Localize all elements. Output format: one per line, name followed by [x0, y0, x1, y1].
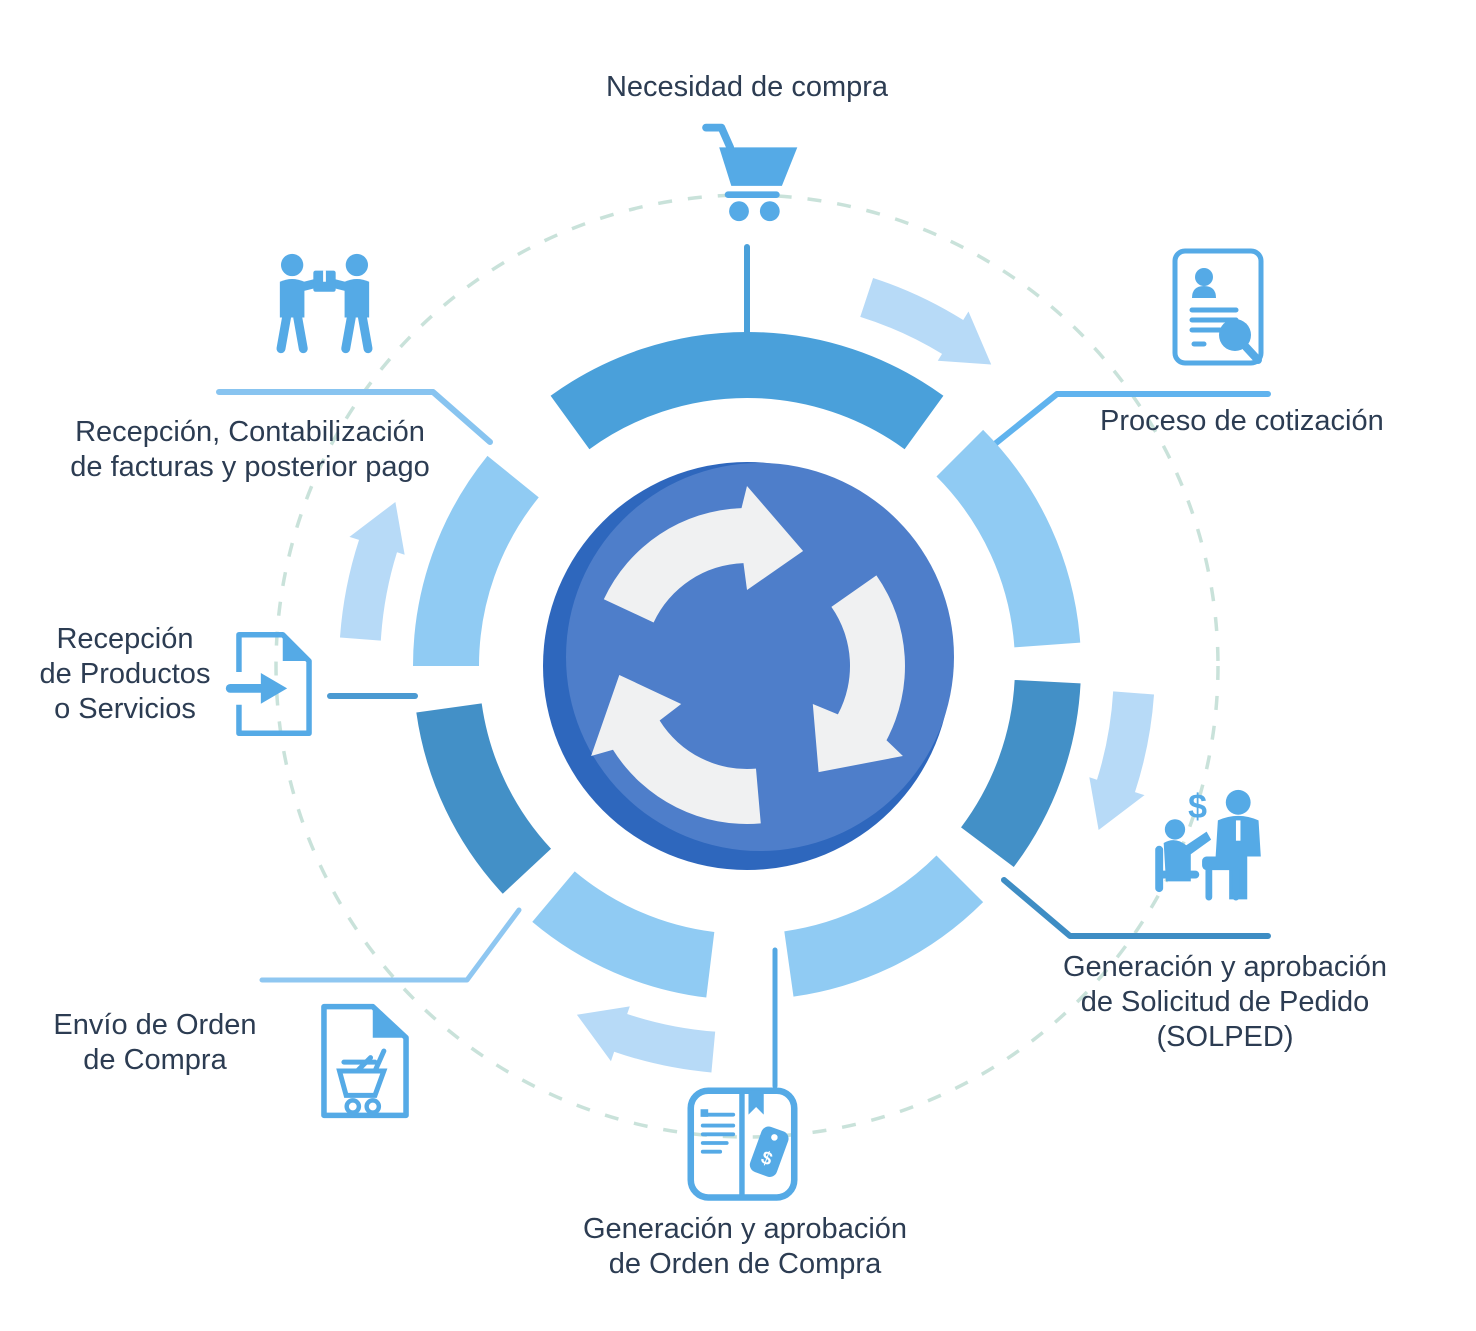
label-line: de Productos	[39, 658, 211, 690]
label-line: Recepción	[56, 623, 194, 655]
connector-cotizacion	[972, 391, 1271, 463]
ring-segment-necesidad	[550, 332, 944, 450]
label-line: de Compra	[83, 1044, 227, 1076]
negotiation-table-icon: $	[1155, 788, 1261, 901]
ring-segment-productos	[416, 702, 552, 894]
price-tag: $	[749, 1126, 789, 1177]
label-solped: Generación y aprobación de Solicitud de …	[1063, 950, 1387, 1055]
shopping-cart-icon	[702, 123, 798, 222]
label-orden-de-compra: Generación y aprobación de Orden de Comp…	[583, 1212, 907, 1282]
ring-segment-cotizacion	[936, 429, 1081, 648]
label-necesidad-de-compra: Necesidad de compra	[606, 70, 888, 105]
label-line: Envío de Orden	[53, 1009, 257, 1041]
package-handover-icon	[276, 253, 373, 354]
ring-segment-orden	[783, 855, 984, 997]
ring-segment-facturas	[413, 455, 540, 667]
label-envio-de-orden: Envío de Orden de Compra	[53, 1008, 256, 1078]
flow-arrow-bottom	[576, 1006, 716, 1073]
label-line: Generación y aprobación	[582, 1213, 908, 1245]
order-document-cart-icon	[321, 1003, 409, 1119]
connector-lines	[216, 244, 1271, 1089]
ring-segment-envio	[532, 870, 715, 998]
label-line: de Solicitud de Pedido	[1080, 986, 1370, 1018]
label-recepcion-productos: Recepción de Productos o Servicios	[40, 622, 211, 727]
label-recepcion-facturas: Recepción, Contabilización de facturas y…	[70, 415, 429, 485]
flow-arrow-top-right	[860, 277, 992, 365]
flow-arrow-left	[339, 501, 405, 641]
flow-arrow-right	[1089, 691, 1155, 831]
label-line: Proceso de cotización	[1100, 405, 1384, 437]
connector-facturas	[216, 389, 493, 445]
connector-solped	[1001, 877, 1271, 939]
dollar-glyph: $	[1188, 788, 1207, 826]
label-line: (SOLPED)	[1156, 1021, 1294, 1053]
goods-receipt-document-icon	[225, 631, 312, 737]
label-proceso-de-cotizacion: Proceso de cotización	[1100, 404, 1384, 439]
label-line: de Orden de Compra	[608, 1248, 882, 1280]
outer-dashed-circle	[274, 193, 1220, 1139]
center-cycle-arrows	[591, 485, 905, 824]
catalog-price-tag-icon: $	[687, 1087, 798, 1201]
label-line: Generación y aprobación	[1062, 951, 1388, 983]
label-line: de facturas y posterior pago	[70, 451, 430, 483]
label-line: Necesidad de compra	[605, 71, 889, 103]
cycle-ring	[413, 332, 1081, 998]
label-line: Recepción, Contabilización	[75, 416, 425, 448]
flow-arrows	[339, 277, 1155, 1073]
document-search-icon	[1172, 248, 1264, 366]
cycle-arrows-icon	[543, 462, 954, 870]
label-line: o Servicios	[54, 693, 196, 725]
ring-segment-solped	[960, 679, 1081, 868]
connector-envio	[259, 907, 522, 983]
